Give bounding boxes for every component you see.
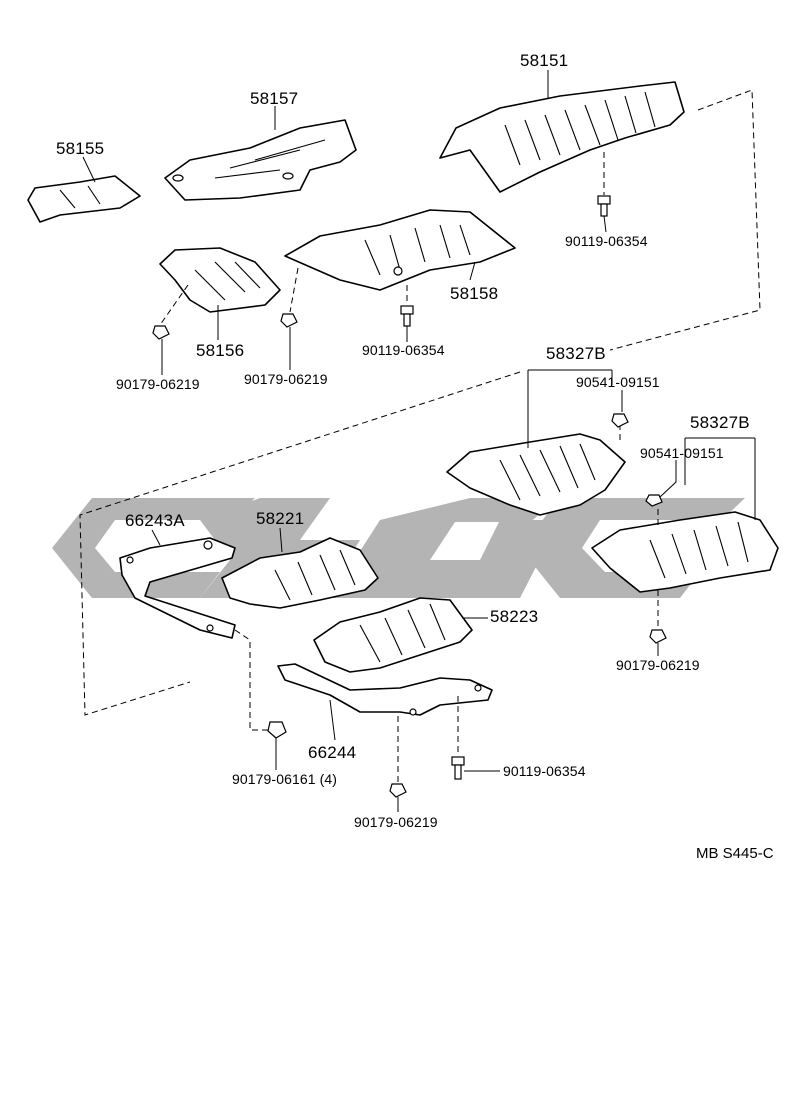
heat-insulator-58158	[284, 209, 516, 291]
assembly-dashed-outline	[79, 89, 761, 716]
part-label-58158: 58158	[450, 284, 499, 303]
nut-icon	[649, 629, 667, 644]
heat-insulator-58327b-right	[591, 437, 779, 593]
heat-insulator-58157	[164, 106, 357, 201]
part-label-58151: 58151	[520, 51, 569, 70]
fastener-label: 90179-06219	[616, 657, 700, 673]
fastener-label: 90541-09151	[640, 445, 724, 461]
part-label-66243a: 66243A	[125, 511, 185, 530]
diagram-code: MB S445-C	[696, 845, 774, 862]
heat-insulator-58327b-upper	[446, 369, 626, 516]
part-label-58223: 58223	[490, 607, 539, 626]
fastener-label: 90179-06219	[244, 371, 328, 387]
bolt-icon	[400, 305, 414, 327]
fastener-label: 90179-06219	[116, 376, 200, 392]
nut-icon	[280, 313, 298, 328]
fastener-leader-lines	[161, 215, 677, 812]
fastener-label: 90119-06354	[503, 763, 586, 779]
fastener-guide-lines	[159, 152, 659, 630]
heat-insulator-58156	[159, 247, 281, 340]
nut-icon	[389, 783, 407, 798]
bolt-icon	[451, 756, 465, 780]
part-label-58157: 58157	[250, 89, 299, 108]
fastener-label: 90119-06354	[362, 342, 445, 358]
part-label-66244: 66244	[308, 743, 357, 762]
heat-insulator-58155	[27, 156, 141, 223]
part-label-58155: 58155	[56, 139, 105, 158]
heat-insulator-58223	[313, 597, 488, 673]
nut-icon	[645, 494, 663, 507]
fastener-label: 90541-09151	[576, 374, 660, 390]
nut-icon	[611, 413, 629, 428]
bracket-66244	[277, 663, 493, 790]
fastener-label: 90179-06219	[354, 814, 438, 830]
nut-icon	[152, 325, 170, 340]
part-label-58156: 58156	[196, 341, 245, 360]
part-label-58327b-right: 58327B	[690, 413, 750, 432]
fastener-label: 90179-06161 (4)	[232, 771, 338, 787]
heat-insulator-58221	[221, 527, 379, 609]
part-label-58221: 58221	[256, 509, 305, 528]
nut-icon	[267, 721, 287, 739]
heat-insulator-58151	[439, 70, 685, 193]
part-label-58327b-upper: 58327B	[546, 344, 606, 363]
bracket-66243a	[119, 529, 270, 731]
fastener-label: 90119-06354	[565, 233, 648, 249]
fastener-icons	[152, 195, 667, 798]
bolt-icon	[597, 195, 611, 217]
